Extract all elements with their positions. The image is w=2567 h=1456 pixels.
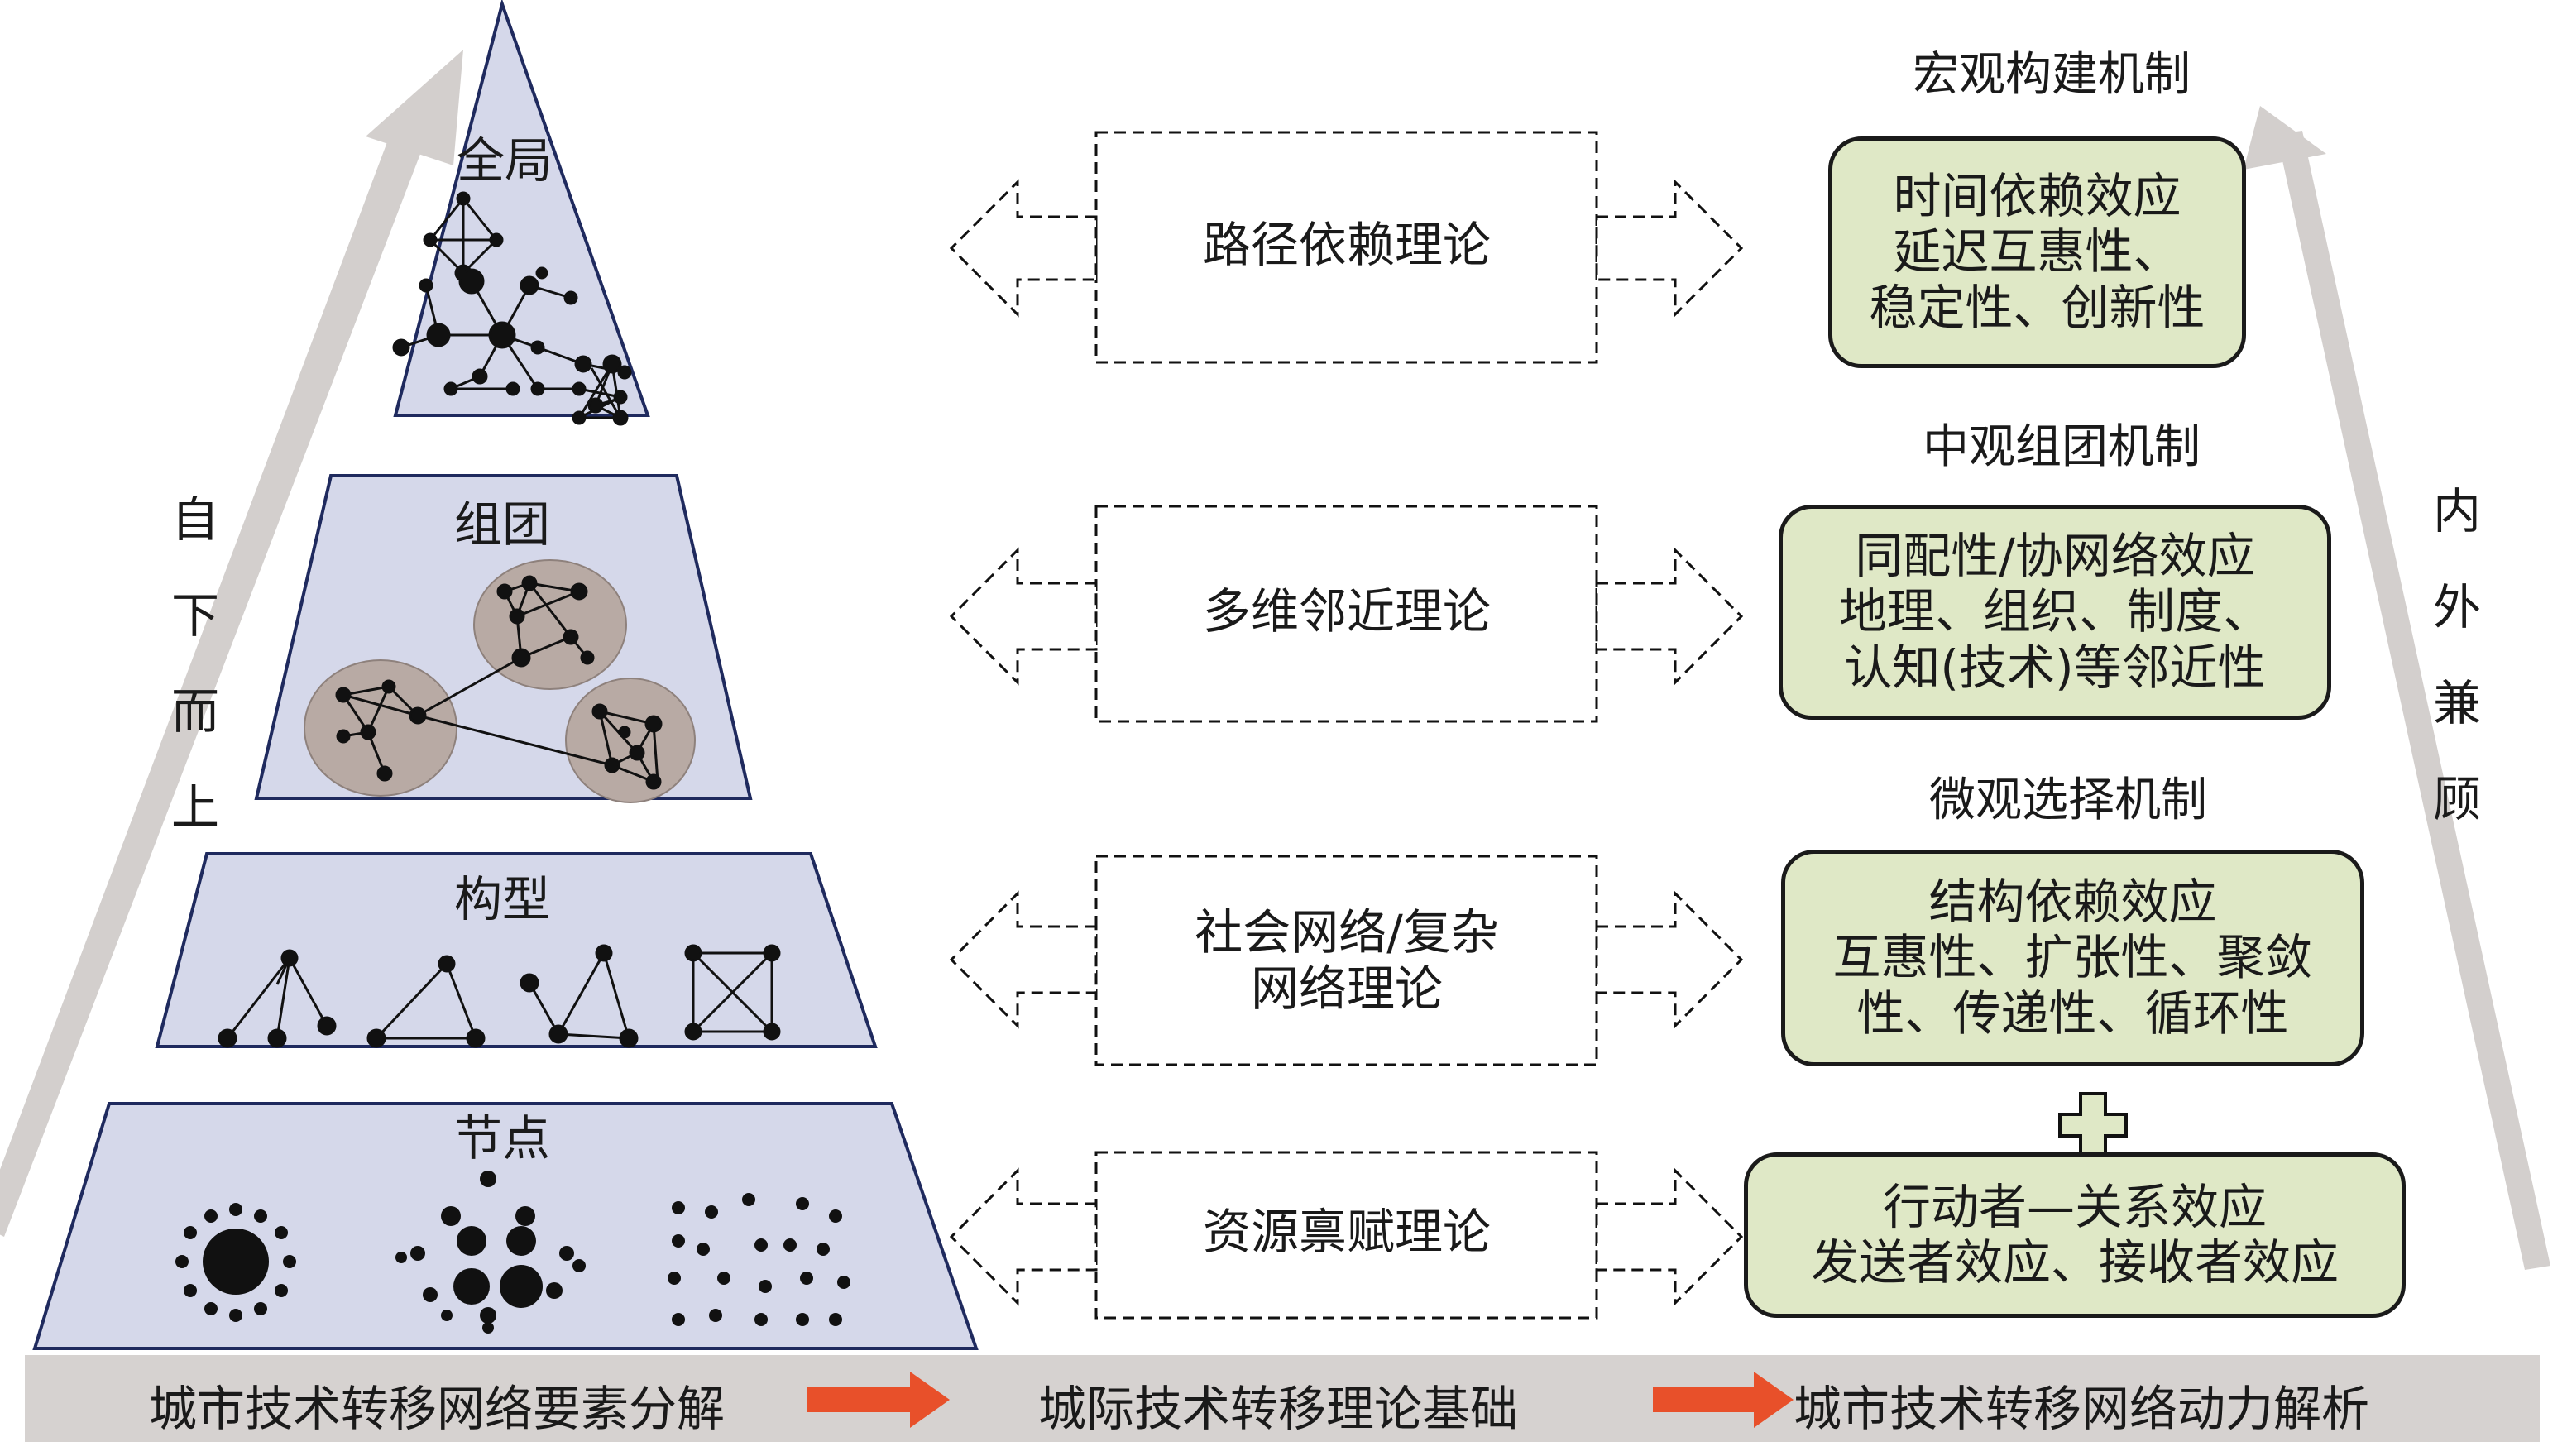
theory-line: 多维邻近理论 (1202, 583, 1491, 639)
mechanism-box-meso: 同配性/协网络效应 地理、组织、制度、 认知(技术)等邻近性 (1779, 505, 2331, 720)
inside-outside-arrow (2244, 106, 2550, 1270)
mechanism-line: 行动者—关系效应 (1882, 1178, 2267, 1235)
inside-outside-char: 内 (2432, 483, 2481, 539)
pyramid-level-configuration (155, 852, 878, 1048)
theory-line: 路径依赖理论 (1202, 217, 1491, 273)
mechanism-line: 稳定性、创新性 (1869, 279, 2205, 336)
pyramid-level-node (32, 1102, 979, 1350)
mechanism-line: 结构依赖效应 (1928, 874, 2217, 931)
inside-outside-char: 外 (2432, 579, 2481, 635)
mechanism-line: 时间依赖效应 (1893, 168, 2181, 225)
theory-line: 资源禀赋理论 (1202, 1204, 1491, 1260)
cluster-network-graphic (304, 559, 696, 803)
node-distribution-graphic (175, 1171, 850, 1334)
theory-boxes (1094, 131, 1598, 1320)
theory-line: 社会网络/复杂 (1195, 904, 1499, 960)
theory-path-dependence: 路径依赖理论 (1099, 217, 1595, 273)
mechanism-line: 互惠性、扩张性、聚敛 (1832, 929, 2313, 986)
double-arrows (949, 179, 1744, 1306)
theory-social-network: 社会网络/复杂 网络理论 (1099, 904, 1595, 1018)
bottom-up-text: 自 下 而 上 (162, 472, 228, 855)
mechanism-title-meso: 中观组团机制 (1923, 420, 2201, 474)
pyramid-label-configuration: 构型 (453, 871, 550, 927)
theory-multidimensional-proximity: 多维邻近理论 (1099, 583, 1595, 639)
theory-resource-endowment: 资源禀赋理论 (1099, 1204, 1595, 1260)
mechanism-line: 认知(技术)等邻近性 (1844, 639, 2266, 696)
mechanism-title-micro: 微观选择机制 (1929, 774, 2207, 827)
configuration-graphic (218, 944, 781, 1048)
bottom-process-bar (25, 1355, 2540, 1442)
mechanism-box-macro: 时间依赖效应 延迟互惠性、 稳定性、创新性 (1828, 136, 2246, 368)
inside-outside-char: 顾 (2432, 771, 2481, 827)
bottom-up-arrow (0, 50, 463, 1237)
pyramid-level-global (393, 0, 650, 417)
bottom-up-char: 下 (170, 587, 219, 644)
pyramid-label-node: 节点 (453, 1110, 550, 1166)
pyramid-label-cluster: 组团 (453, 496, 550, 553)
mechanism-line: 同配性/协网络效应 (1855, 528, 2255, 585)
mechanism-line: 发送者效应、接收者效应 (1810, 1234, 2339, 1291)
bottom-step-dynamics: 城市技术转移网络动力解析 (1794, 1381, 2370, 1437)
bottom-up-char: 而 (170, 683, 219, 740)
mechanism-line: 性、传递性、循环性 (1856, 984, 2289, 1042)
pyramid-label-global: 全局 (456, 132, 553, 189)
global-network-graphic (392, 191, 632, 426)
inside-outside-text: 内 外 兼 顾 (2424, 463, 2490, 847)
plus-icon (2058, 1092, 2128, 1158)
theory-line: 网络理论 (1250, 960, 1443, 1018)
mechanism-line: 延迟互惠性、 (1893, 223, 2181, 280)
bottom-up-char: 自 (170, 491, 219, 548)
mechanism-line: 地理、组织、制度、 (1838, 583, 2271, 640)
inside-outside-char: 兼 (2432, 675, 2481, 731)
bottom-step-theory: 城际技术转移理论基础 (1038, 1381, 1519, 1437)
mechanism-box-micro: 结构依赖效应 互惠性、扩张性、聚敛 性、传递性、循环性 (1781, 850, 2364, 1066)
mechanism-box-actor-relation: 行动者—关系效应 发送者效应、接收者效应 (1744, 1152, 2406, 1318)
mechanism-title-macro: 宏观构建机制 (1913, 48, 2191, 102)
bottom-up-char: 上 (170, 779, 219, 836)
bottom-step-decomposition: 城市技术转移网络要素分解 (149, 1381, 726, 1437)
